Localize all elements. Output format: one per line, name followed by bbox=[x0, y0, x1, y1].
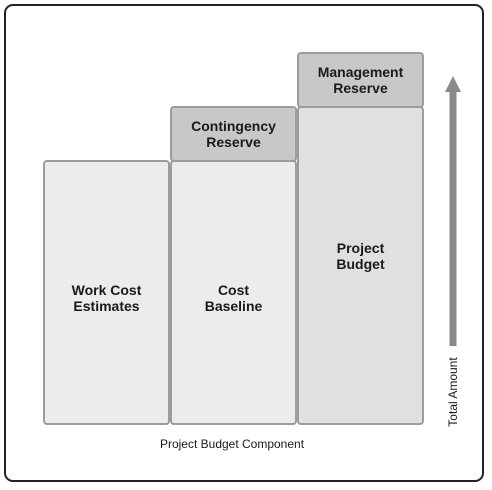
y-axis-label: Total Amount bbox=[446, 357, 460, 427]
cost-baseline-label: Cost Baseline bbox=[204, 281, 263, 314]
management-reserve-label: Management Reserve bbox=[317, 64, 404, 96]
management-reserve-block: Management Reserve bbox=[297, 52, 424, 108]
contingency-reserve-label: Contingency Reserve bbox=[191, 118, 276, 150]
work-cost-estimates-block: Work Cost Estimates bbox=[43, 160, 170, 425]
x-axis-label: Project Budget Component bbox=[159, 437, 305, 451]
up-arrow-icon bbox=[445, 76, 461, 346]
project-budget-label: Project Budget bbox=[336, 239, 385, 272]
project-budget-block: Project Budget bbox=[297, 106, 424, 425]
work-cost-estimates-label: Work Cost Estimates bbox=[71, 281, 142, 314]
cost-baseline-block: Cost Baseline bbox=[170, 160, 297, 425]
contingency-reserve-block: Contingency Reserve bbox=[170, 106, 297, 162]
